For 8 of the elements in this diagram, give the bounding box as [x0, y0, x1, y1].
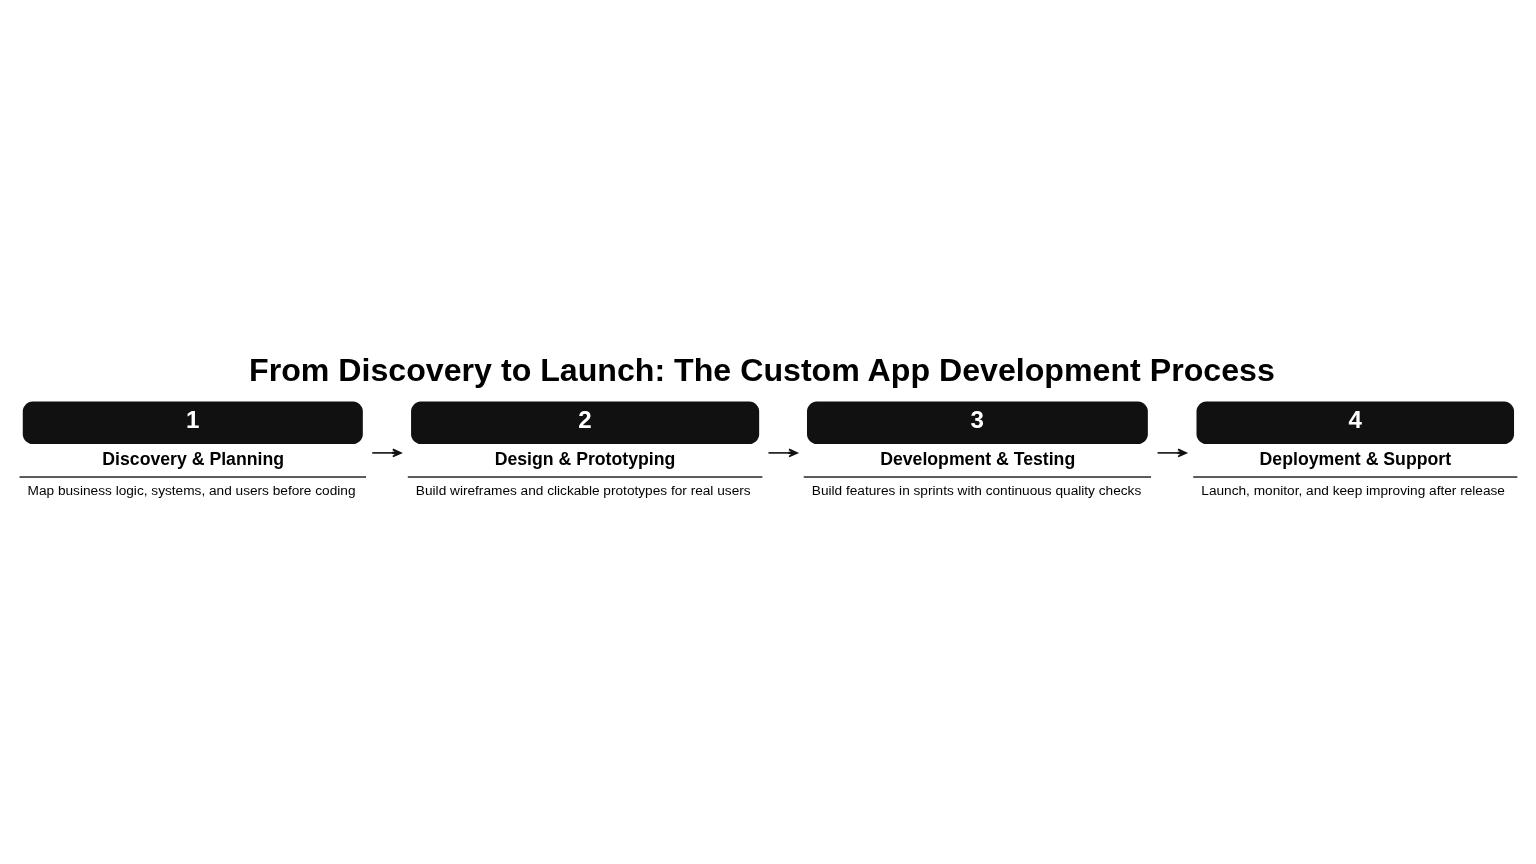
node-label: Build wireframes and clickable prototypes for real users — [415, 483, 751, 499]
node-label: Map business logic, systems, and users before coding — [27, 483, 356, 499]
diagram-title: From Discovery to Launch: The Custom App Development Process — [249, 352, 1275, 389]
arrow — [1156, 448, 1188, 458]
arrow — [767, 448, 798, 458]
node-label: Build features in sprints with continuous quality checks — [811, 483, 1142, 499]
arrow — [371, 448, 402, 458]
node-label: Launch, monitor, and keep improving after release — [1201, 483, 1505, 499]
